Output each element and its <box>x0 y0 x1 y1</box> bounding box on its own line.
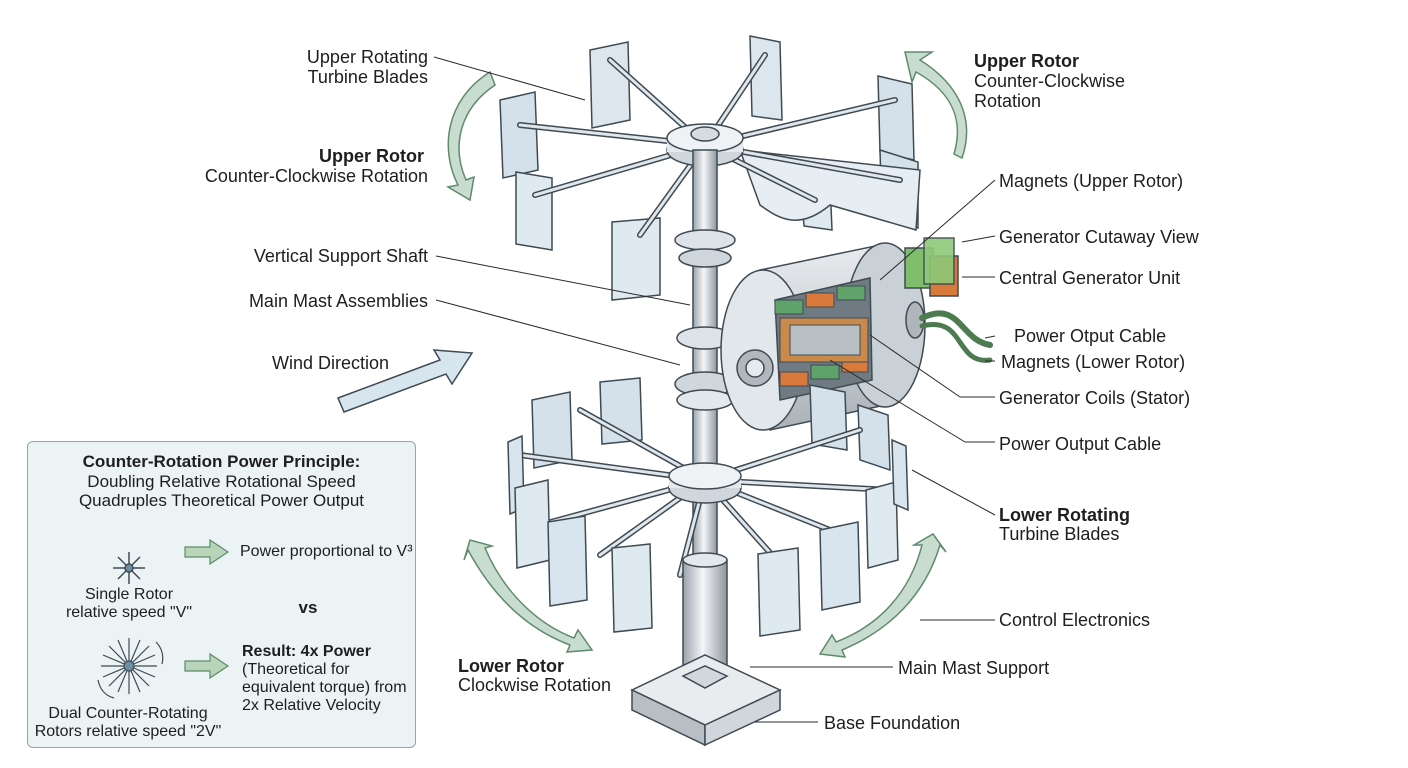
result-line-2: equivalent torque) from <box>242 679 407 696</box>
panel-subtitle-1: Doubling Relative Rotational Speed <box>87 472 356 491</box>
control-electronics-label: Control Electronics <box>999 610 1151 630</box>
single-rotor-icon <box>113 552 145 584</box>
upper-blade <box>589 41 631 129</box>
leader-lines <box>433 56 996 723</box>
power-output-cable-label-2: Power Output Cable <box>999 434 1162 454</box>
magnets-lower-label: Magnets (Lower Rotor) <box>1001 352 1186 372</box>
single-rotor-label-1: Single Rotor <box>84 586 174 603</box>
generator-coils-label: Generator Coils (Stator) <box>999 388 1191 408</box>
central-generator-label: Central Generator Unit <box>999 268 1181 288</box>
principle-panel: Counter-Rotation Power Principle: Doubli… <box>27 441 416 748</box>
vertical-shaft-label: Vertical Support Shaft <box>253 246 428 266</box>
base-foundation-label: Base Foundation <box>824 713 961 733</box>
lower-rotor <box>507 377 909 637</box>
lower-rotor-title: Lower Rotor <box>458 656 564 676</box>
panel-arrow-1 <box>184 538 230 566</box>
upper-blade <box>499 91 539 179</box>
upper-rotor-right-subtitle1: Counter-Clockwise <box>974 71 1126 91</box>
central-generator <box>720 237 993 431</box>
upper-blades-label-line1: Upper Rotating <box>306 47 428 67</box>
magnets-upper-label: Magnets (Upper Rotor) <box>999 171 1184 191</box>
upper-blade <box>749 35 783 121</box>
lower-blades-subtitle: Turbine Blades <box>999 524 1120 544</box>
upper-rotor <box>499 35 921 301</box>
panel-arrow-2 <box>184 652 230 680</box>
result-title: Result: 4x Power <box>242 643 371 660</box>
panel-graphics <box>97 538 230 699</box>
generator-cutaway-label: Generator Cutaway View <box>999 227 1199 247</box>
panel-title: Counter-Rotation Power Principle: <box>82 452 361 471</box>
dual-rotor-label-2: Rotors relative speed "2V" <box>34 723 222 740</box>
rotation-arrows <box>445 51 968 658</box>
upper-rotor-right-title: Upper Rotor <box>974 51 1079 71</box>
upper-blades-label-line2: Turbine Blades <box>307 67 428 87</box>
lower-blades-title: Lower Rotating <box>999 505 1130 525</box>
upper-blade-wide <box>738 149 921 231</box>
upper-blade <box>515 171 553 251</box>
wind-direction-arrow <box>337 349 474 413</box>
upper-blade <box>877 75 915 161</box>
single-rotor-label-2: relative speed "V" <box>65 604 193 621</box>
panel-subtitle-2: Quadruples Theoretical Power Output <box>78 491 365 510</box>
upper-rotor-left-subtitle: Counter-Clockwise Rotation <box>204 166 428 186</box>
dual-rotor-label-1: Dual Counter-Rotating <box>48 705 208 722</box>
dual-rotor-icon <box>97 638 164 699</box>
single-power-text: Power proportional to V³ <box>240 543 413 560</box>
vs-label: vs <box>298 598 318 617</box>
result-line-1: (Theoretical for <box>242 661 350 678</box>
mast-support <box>630 552 782 747</box>
upper-blade <box>611 217 661 301</box>
upper-rotor-right-subtitle2: Rotation <box>974 91 1042 111</box>
main-mast-support-label: Main Mast Support <box>898 658 1050 678</box>
upper-rotor-left-title: Upper Rotor <box>319 146 424 166</box>
lower-rotor-subtitle: Clockwise Rotation <box>458 675 612 695</box>
result-line-3: 2x Relative Velocity <box>242 697 381 714</box>
wind-direction-label: Wind Direction <box>272 353 390 373</box>
power-output-cable-label-1: Power Otput Cable <box>1014 326 1167 346</box>
main-mast-label: Main Mast Assemblies <box>248 291 428 311</box>
